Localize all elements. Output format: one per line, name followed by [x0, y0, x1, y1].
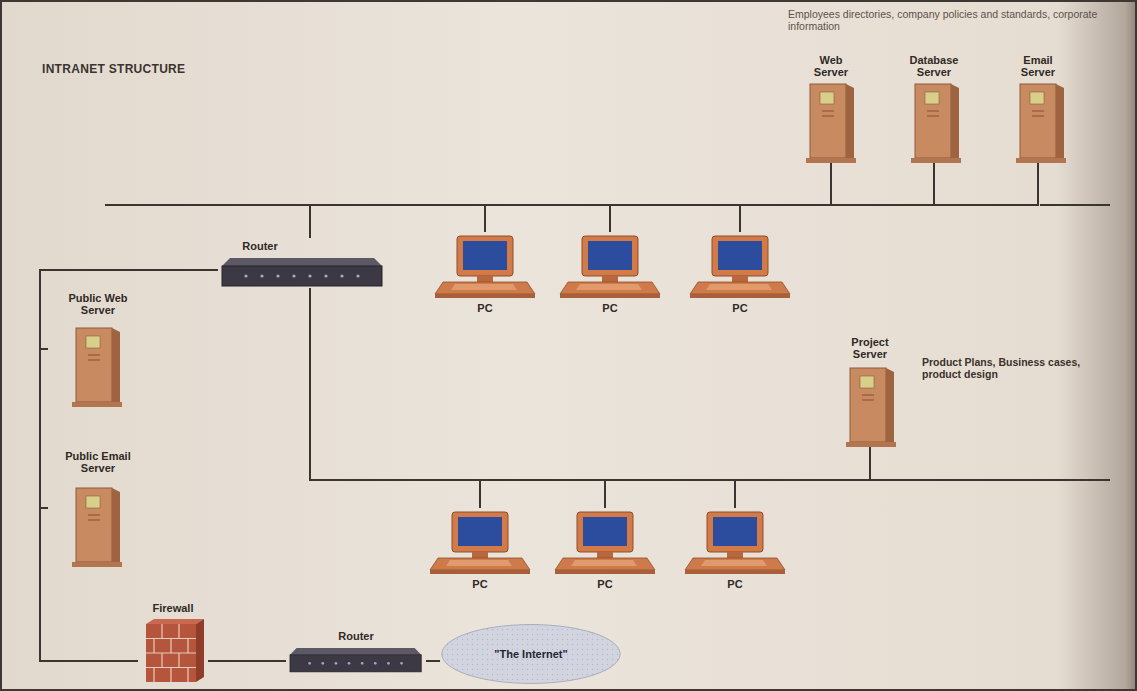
- server-icon: [806, 84, 856, 163]
- router-node: Router: [218, 238, 386, 288]
- device-label: Router: [238, 240, 282, 252]
- network-cable: [426, 660, 440, 662]
- network-cable: [208, 660, 286, 662]
- device-label: Database Server: [905, 54, 963, 78]
- firewall-node: Firewall: [138, 600, 208, 684]
- firewall-icon: [146, 619, 204, 682]
- device-label: PC: [725, 302, 755, 314]
- pc-icon: [685, 512, 785, 574]
- device-label: PC: [465, 578, 495, 590]
- bus-stub: [105, 205, 1110, 480]
- server-icon: [911, 84, 961, 163]
- network-cable: [40, 270, 218, 508]
- network-cable: [40, 270, 218, 661]
- server-icon: [846, 368, 896, 447]
- network-cable: [310, 205, 740, 238]
- pc-node: PC: [435, 232, 535, 316]
- server-icon: [72, 328, 122, 407]
- network-cable: [310, 163, 1038, 238]
- pc-node: PC: [555, 508, 655, 592]
- pc-icon: [430, 512, 530, 574]
- pc-icon: [435, 236, 535, 298]
- server-node: Web Server: [795, 52, 867, 163]
- network-cable: [310, 205, 610, 238]
- server-node: Public Email Server: [48, 448, 148, 568]
- network-cable: [310, 288, 735, 508]
- device-label: Router: [331, 630, 381, 642]
- device-label: Public Web Server: [63, 292, 133, 316]
- internet-cloud: "The Internet": [440, 622, 622, 686]
- device-label: PC: [590, 578, 620, 590]
- network-cable: [310, 163, 831, 238]
- diagram-title: INTRANET STRUCTURE: [42, 62, 185, 76]
- pc-icon: [690, 236, 790, 298]
- device-label: "The Internet": [456, 648, 606, 660]
- device-label: Project Server: [845, 336, 895, 360]
- router-icon: [222, 258, 382, 286]
- server-node: Project Server: [832, 334, 908, 447]
- device-label: Public Email Server: [60, 450, 136, 474]
- device-label: Email Server: [1016, 54, 1061, 78]
- pc-icon: [560, 236, 660, 298]
- server-node: Public Web Server: [48, 290, 148, 408]
- router-icon: [290, 648, 421, 672]
- annotation-note: Product Plans, Business cases, product d…: [922, 356, 1117, 380]
- pc-icon: [555, 512, 655, 574]
- network-cable: [310, 288, 605, 508]
- device-label: Web Server: [809, 54, 854, 78]
- server-node: Email Server: [1002, 52, 1074, 163]
- network-cable: [310, 163, 934, 238]
- device-label: PC: [595, 302, 625, 314]
- network-cable: [310, 288, 480, 508]
- router-node: Router: [286, 628, 426, 676]
- annotation-note: Employees directories, company policies …: [788, 8, 1123, 32]
- device-label: PC: [470, 302, 500, 314]
- pc-node: PC: [690, 232, 790, 316]
- pc-node: PC: [685, 508, 785, 592]
- network-cable: [40, 270, 218, 349]
- pc-node: PC: [430, 508, 530, 592]
- device-label: Firewall: [145, 602, 201, 614]
- server-icon: [1016, 84, 1066, 163]
- device-label: PC: [720, 578, 750, 590]
- pc-node: PC: [560, 232, 660, 316]
- network-cable: [310, 205, 485, 238]
- server-node: Database Server: [893, 52, 975, 163]
- server-icon: [72, 488, 122, 567]
- network-cable: [310, 288, 870, 480]
